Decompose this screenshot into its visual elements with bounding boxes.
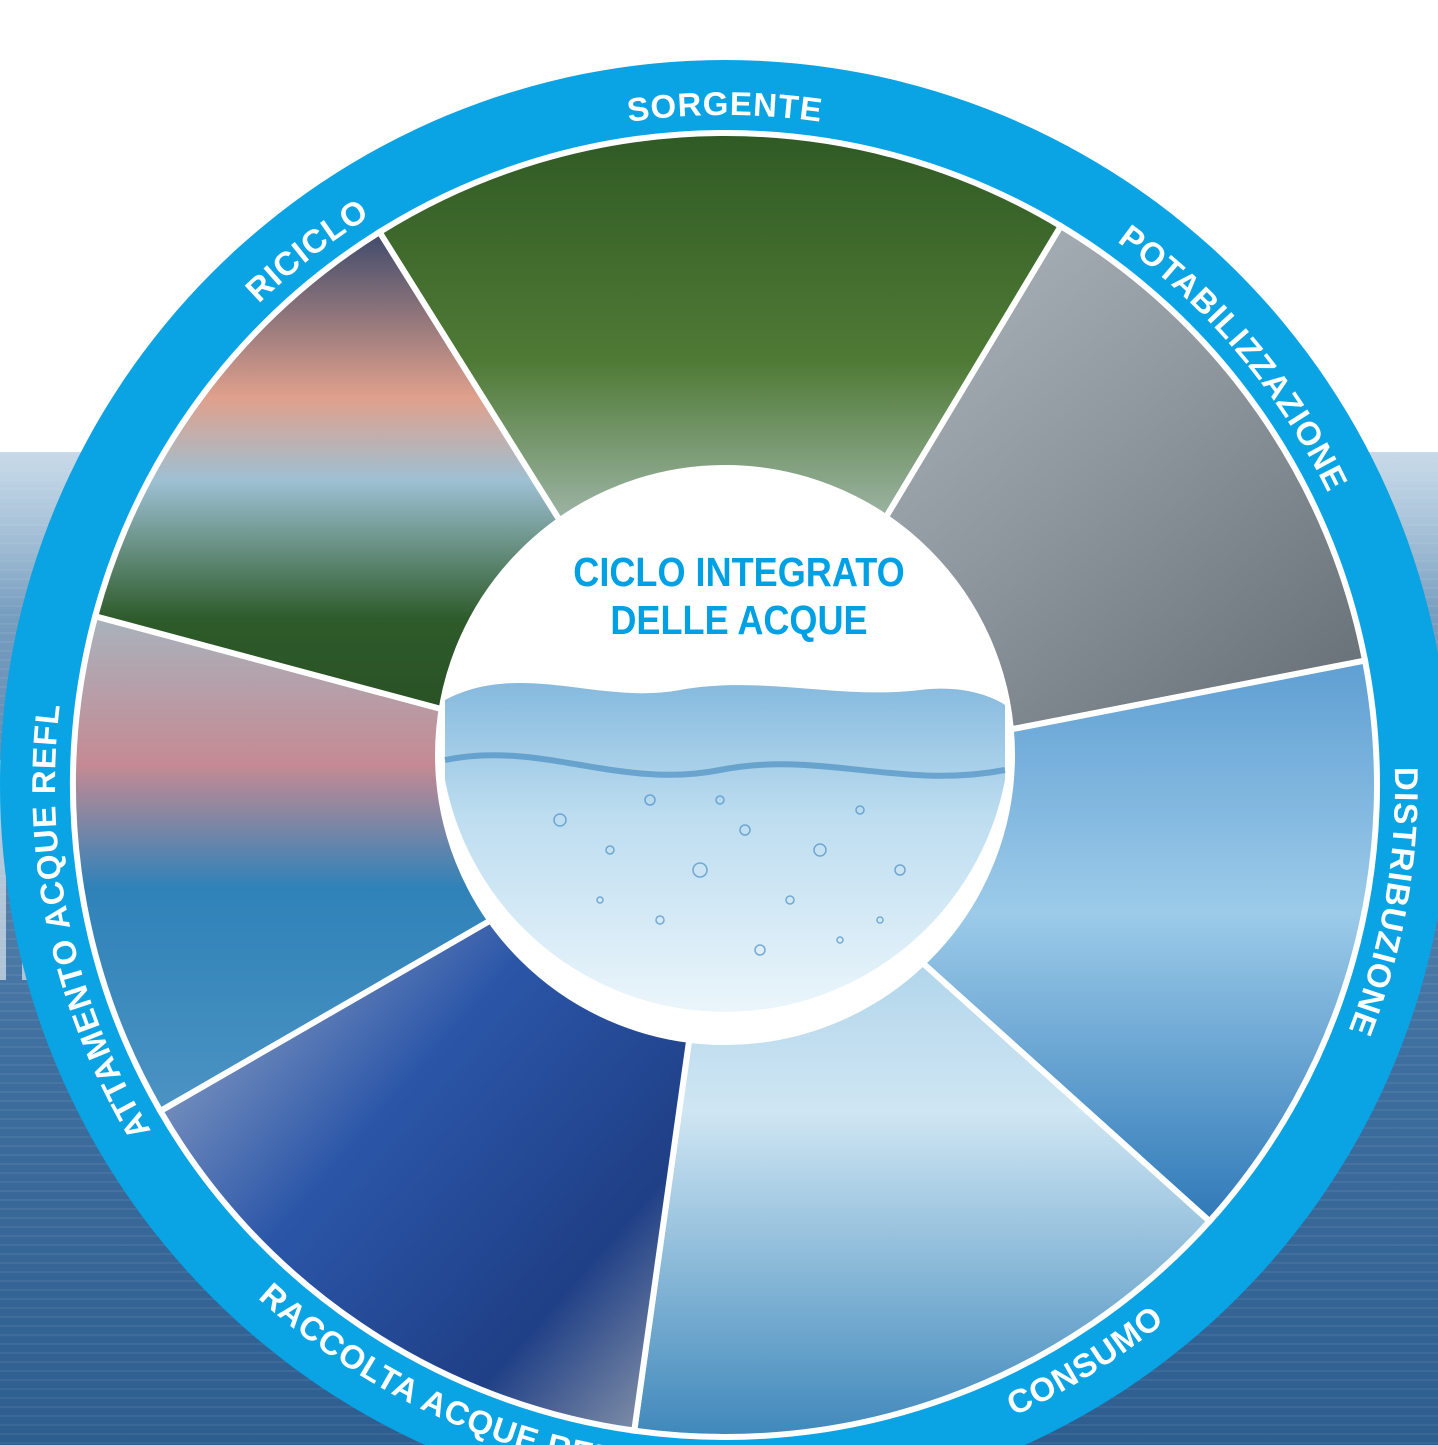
bubble	[655, 915, 665, 925]
title-line-2: DELLE ACQUE	[610, 597, 868, 643]
bubble	[596, 896, 604, 904]
diagram-title: CICLO INTEGRATO DELLE ACQUE	[554, 548, 924, 644]
bubble	[855, 805, 865, 815]
bubble	[553, 813, 567, 827]
bubble	[644, 794, 656, 806]
bubble	[894, 864, 906, 876]
bubble	[813, 843, 827, 857]
slice-trattamento-acque-reflue	[70, 612, 733, 1116]
bubble	[754, 944, 766, 956]
slice-sorgente	[375, 130, 1065, 791]
bubble	[692, 862, 708, 878]
bubble	[876, 916, 884, 924]
title-line-1: CICLO INTEGRATO	[573, 549, 905, 595]
bubble	[739, 824, 751, 836]
bubble	[715, 795, 725, 805]
center-circle	[435, 465, 1015, 1045]
label-sorgente: SORGENTE	[625, 85, 825, 129]
bubble	[785, 895, 795, 905]
bubble	[605, 845, 615, 855]
bubble	[836, 936, 844, 944]
